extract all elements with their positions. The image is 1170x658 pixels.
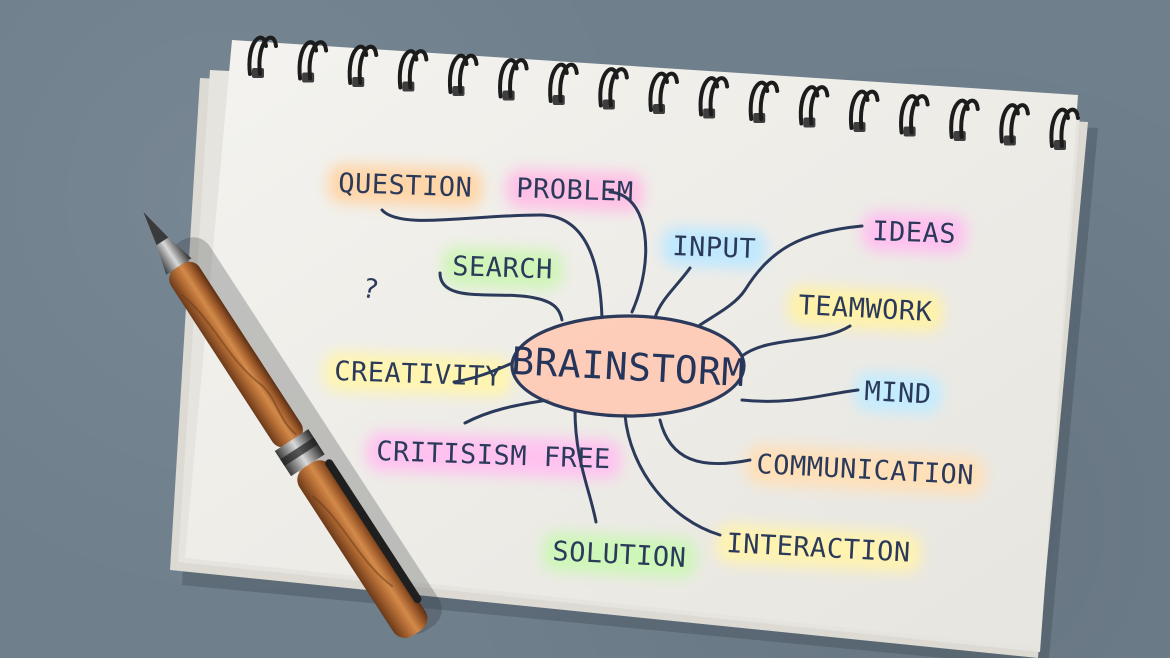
pen-lower-barrel xyxy=(169,261,303,448)
word-mind: MIND xyxy=(864,376,933,410)
branch-line-input xyxy=(653,266,692,320)
pen-icon xyxy=(143,211,442,638)
spiral-coil xyxy=(648,71,679,114)
highlight-ideas xyxy=(862,212,967,254)
highlight-interaction xyxy=(716,524,921,573)
highlight-critisism-free xyxy=(366,432,621,480)
pen-cone xyxy=(156,237,192,275)
pen-upper-barrel xyxy=(297,460,428,638)
branch-line-teamwork xyxy=(740,324,852,358)
branch-line-question xyxy=(380,208,604,320)
branch-line-problem xyxy=(608,190,648,314)
highlight-input xyxy=(662,227,767,269)
spiral-coil xyxy=(347,44,379,87)
spiral-coil xyxy=(397,49,429,92)
pen-clip xyxy=(325,459,422,604)
mindmap-branch-lines xyxy=(380,190,864,537)
word-search: SEARCH xyxy=(452,251,554,285)
spiral-coil xyxy=(748,80,780,123)
highlight-glows xyxy=(324,164,985,578)
spiral-coil xyxy=(598,67,629,110)
spiral-coil xyxy=(1049,107,1080,150)
highlight-search xyxy=(442,247,563,290)
pen-tip xyxy=(143,211,169,246)
spiral-coil xyxy=(698,76,730,119)
branch-line-solution xyxy=(573,408,598,524)
branch-line-interaction xyxy=(623,413,722,537)
spiral-coil xyxy=(247,35,278,78)
highlight-teamwork xyxy=(788,286,943,332)
branch-line-search xyxy=(438,271,564,322)
spiral-coil xyxy=(498,58,529,101)
highlight-solution xyxy=(542,532,697,578)
highlight-mind xyxy=(854,372,942,415)
spiral-coil xyxy=(899,94,930,137)
spiral-coil xyxy=(999,103,1030,146)
branch-line-mind xyxy=(740,388,860,403)
word-ideas: IDEAS xyxy=(872,216,957,250)
spiral-coil xyxy=(297,40,329,83)
spiral-coil xyxy=(447,53,479,96)
branch-line-communication xyxy=(658,418,752,466)
word-problem: PROBLEM xyxy=(516,173,634,208)
spiral-coil xyxy=(848,89,880,132)
spiral-coil xyxy=(949,98,980,141)
branch-line-ideas xyxy=(698,224,864,327)
highlight-creativity xyxy=(324,352,512,397)
word-question-mark: ? xyxy=(359,273,382,307)
highlight-problem xyxy=(506,169,644,212)
word-input: INPUT xyxy=(672,231,757,265)
branch-line-critisism-free xyxy=(463,398,550,425)
highlight-question xyxy=(328,164,483,208)
word-question: QUESTION xyxy=(338,168,473,204)
center-bubble-fill xyxy=(512,316,744,416)
center-bubble-outline xyxy=(510,314,746,418)
spiral-coil xyxy=(798,85,830,128)
word-teamwork: TEAMWORK xyxy=(798,290,934,328)
word-solution: SOLUTION xyxy=(552,536,687,574)
highlight-communication xyxy=(746,445,985,496)
word-creativity: CREATIVITY xyxy=(334,356,503,393)
spiral-binding xyxy=(247,35,1080,150)
spiral-coil xyxy=(548,62,579,105)
